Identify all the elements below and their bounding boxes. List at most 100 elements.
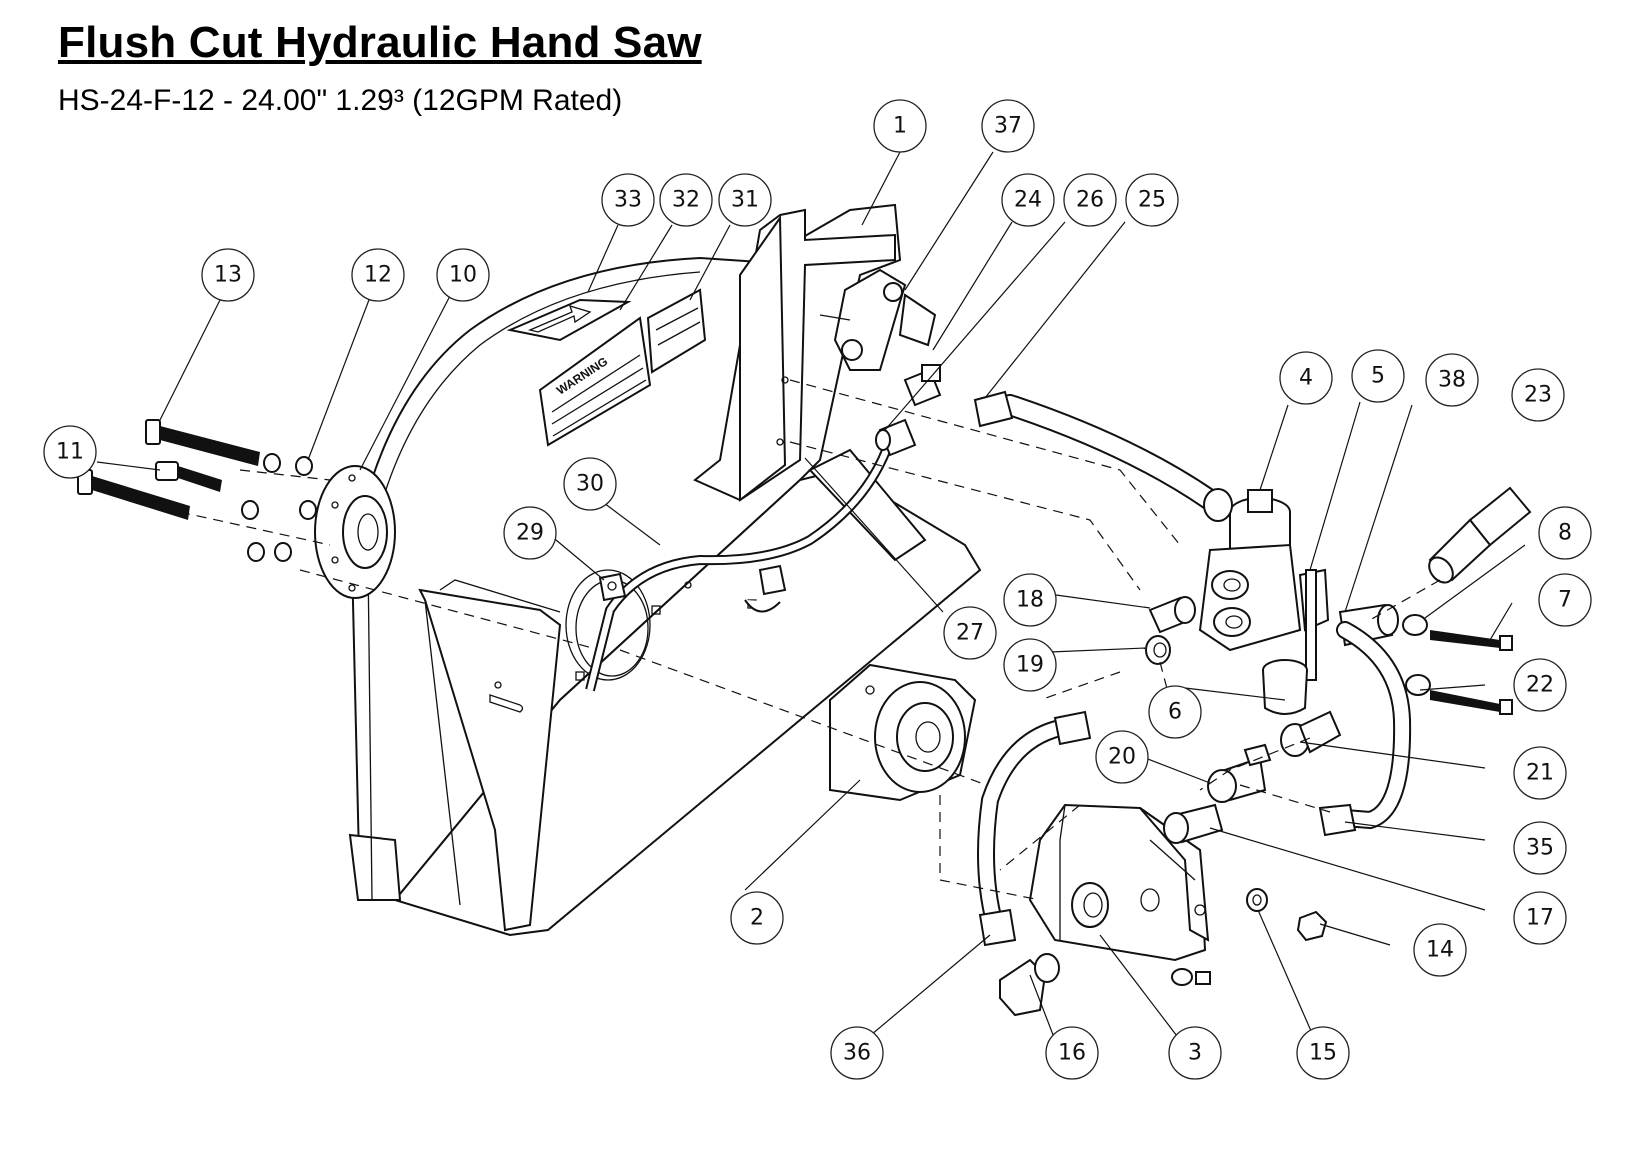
balloon-1: 1 [873, 99, 927, 153]
fitting-19 [1145, 635, 1171, 665]
balloon-6: 6 [1148, 685, 1202, 739]
balloon-label: 1 [893, 114, 907, 139]
elbow-16 [999, 953, 1060, 1017]
balloon-label: 14 [1426, 938, 1454, 963]
bolt-11 [155, 461, 222, 492]
balloon-label: 10 [449, 263, 477, 288]
balloon-5: 5 [1351, 349, 1405, 403]
hose-35 [1318, 621, 1412, 837]
balloon-23: 23 [1511, 368, 1565, 422]
balloon-27: 27 [943, 606, 997, 660]
balloon-label: 21 [1526, 761, 1554, 786]
balloon-30: 30 [563, 457, 617, 511]
balloon-15: 15 [1296, 1026, 1350, 1080]
balloon-26: 26 [1063, 173, 1117, 227]
balloon-label: 19 [1016, 653, 1044, 678]
balloon-18: 18 [1003, 573, 1057, 627]
fitting-23 [1428, 486, 1532, 584]
balloon-label: 20 [1108, 745, 1136, 770]
balloon-22: 22 [1513, 658, 1567, 712]
balloon-label: 24 [1014, 188, 1042, 213]
motor-2 [619, 649, 1001, 802]
balloon-14: 14 [1413, 923, 1467, 977]
valve-body-3 [1028, 803, 1211, 986]
leader-lines [96, 151, 1526, 1041]
clips-29 [598, 564, 787, 613]
balloon-label: 15 [1309, 1041, 1337, 1066]
balloon-label: 4 [1299, 366, 1313, 391]
balloon-label: 35 [1526, 836, 1554, 861]
balloon-4: 4 [1279, 351, 1333, 405]
hose-30 [585, 435, 895, 692]
diagram-title: Flush Cut Hydraulic Hand Saw [58, 18, 702, 67]
balloon-label: 6 [1168, 700, 1182, 725]
balloon-label: 37 [994, 114, 1022, 139]
balloon-33: 33 [601, 173, 655, 227]
balloon-20: 20 [1095, 730, 1149, 784]
fitting-6 [1262, 659, 1308, 715]
dashed-centerlines-left [179, 469, 601, 651]
assembly-lines [789, 379, 1441, 901]
balloon-label: 30 [576, 472, 604, 497]
fitting-21 [1280, 710, 1342, 757]
balloon-label: 5 [1371, 364, 1385, 389]
balloon-35: 35 [1513, 821, 1567, 875]
balloon-label: 27 [956, 621, 984, 646]
balloon-label: 12 [364, 263, 392, 288]
balloon-label: 22 [1526, 673, 1554, 698]
fitting-8 [1402, 614, 1431, 696]
balloon-label: 2 [750, 906, 764, 931]
linkage-37 [819, 268, 937, 371]
balloon-13: 13 [201, 248, 255, 302]
balloon-label: 17 [1526, 906, 1554, 931]
balloon-37: 37 [981, 99, 1035, 153]
balloon-12: 12 [351, 248, 405, 302]
balloon-10: 10 [436, 248, 490, 302]
balloon-3: 3 [1168, 1026, 1222, 1080]
balloon-label: 33 [614, 188, 642, 213]
balloon-32: 32 [659, 173, 713, 227]
balloon-36: 36 [830, 1026, 884, 1080]
balloon-21: 21 [1513, 746, 1567, 800]
bolt-7 [1430, 630, 1513, 651]
balloon-label: 31 [731, 188, 759, 213]
bolt-13 [145, 419, 260, 466]
balloon-label: 16 [1058, 1041, 1086, 1066]
balloon-11: 11 [43, 425, 97, 479]
decal-side [646, 288, 707, 374]
fitting-26 [875, 418, 917, 457]
balloon-2: 2 [730, 891, 784, 945]
balloon-label: 8 [1558, 521, 1572, 546]
balloon-label: 13 [214, 263, 242, 288]
washer-15 [1246, 888, 1268, 912]
balloon-31: 31 [718, 173, 772, 227]
balloon-label: 7 [1558, 588, 1572, 613]
balloon-label: 18 [1016, 588, 1044, 613]
fitting-24 [903, 364, 942, 407]
balloon-38: 38 [1425, 353, 1479, 407]
balloon-label: 25 [1138, 188, 1166, 213]
balloon-17: 17 [1513, 891, 1567, 945]
fitting-18 [1148, 596, 1196, 634]
balloon-label: 3 [1188, 1041, 1202, 1066]
screws-12 [241, 453, 317, 562]
balloon-label: 29 [516, 521, 544, 546]
balloon-label: 32 [672, 188, 700, 213]
hose-36 [977, 710, 1092, 947]
balloon-24: 24 [1001, 173, 1055, 227]
fitting-17 [1163, 803, 1224, 844]
balloon-16: 16 [1045, 1026, 1099, 1080]
balloon-label: 26 [1076, 188, 1104, 213]
hose-25 [973, 390, 1233, 522]
balloon-25: 25 [1125, 173, 1179, 227]
nut-14 [1296, 910, 1328, 942]
balloon-7: 7 [1538, 573, 1592, 627]
balloon-label: 36 [843, 1041, 871, 1066]
balloon-label: 38 [1438, 368, 1466, 393]
saw-guard [348, 203, 982, 937]
decal-arrow [506, 298, 632, 342]
balloon-29: 29 [503, 506, 557, 560]
balloon-8: 8 [1538, 506, 1592, 560]
tee-20 [1207, 743, 1272, 803]
